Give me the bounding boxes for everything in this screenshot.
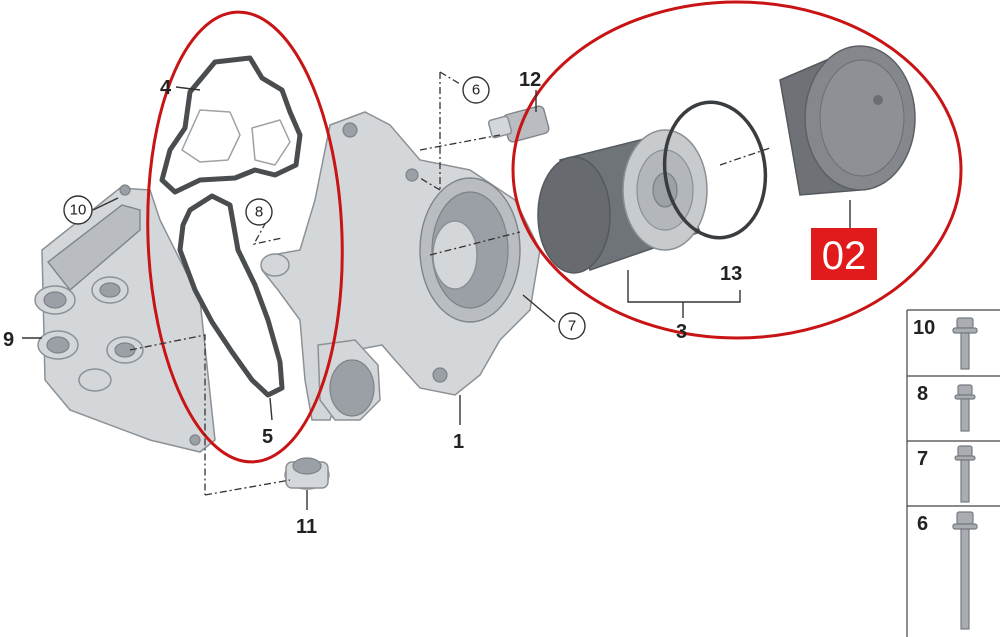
bolt-table-row: 7	[917, 445, 976, 503]
callout-4: 4	[160, 77, 172, 99]
callout-6: 6	[472, 82, 480, 99]
bolt-label-6: 6	[917, 513, 928, 535]
bolt-table-row: 6	[917, 511, 978, 630]
upper-gasket	[159, 55, 303, 195]
bolt-label-8: 8	[917, 383, 928, 405]
bolt-table-row: 8	[917, 383, 976, 432]
bolt-table-row: 10	[913, 317, 978, 370]
o-ring	[662, 100, 768, 240]
callout-13: 13	[720, 263, 742, 285]
callout-labels: 4 5 9 1 12 11 13 3 10 8 6 7	[3, 69, 742, 538]
circled-callout-10: 10	[63, 195, 93, 225]
oil-filter-cartridge	[537, 129, 708, 274]
part-number-badge: 02	[811, 228, 877, 280]
bolt-table: 10 8 7 6	[906, 309, 1000, 637]
oil-filter-cap	[779, 45, 916, 196]
highlight-ellipse-filter	[511, 0, 963, 340]
callout-7: 7	[568, 318, 576, 335]
oil-filter-housing	[260, 111, 541, 421]
long-bolt-icon	[952, 511, 978, 630]
bolt-label-7: 7	[917, 448, 928, 470]
flange-bolt-icon	[952, 317, 978, 370]
oil-pressure-sensor	[487, 105, 550, 143]
callout-5: 5	[262, 426, 273, 448]
bolt-label-10: 10	[913, 317, 935, 339]
medium-bolt-icon	[954, 445, 976, 503]
callout-9: 9	[3, 329, 14, 351]
callout-1: 1	[453, 431, 464, 453]
circled-callout-8: 8	[245, 198, 273, 226]
callout-10: 10	[70, 202, 87, 219]
drain-plug	[284, 457, 330, 490]
circled-callout-6: 6	[462, 76, 490, 104]
callout-8: 8	[255, 204, 263, 221]
lower-gasket	[177, 193, 285, 398]
callout-11: 11	[296, 516, 317, 538]
callout-3: 3	[676, 321, 687, 343]
leader-lines	[22, 71, 851, 510]
badge-text: 02	[822, 234, 867, 278]
oil-cooler-block	[34, 184, 216, 453]
short-bolt-icon	[954, 384, 976, 432]
highlight-ellipse-gaskets	[146, 10, 344, 464]
circled-callout-7: 7	[558, 312, 586, 340]
callout-12: 12	[519, 69, 541, 91]
